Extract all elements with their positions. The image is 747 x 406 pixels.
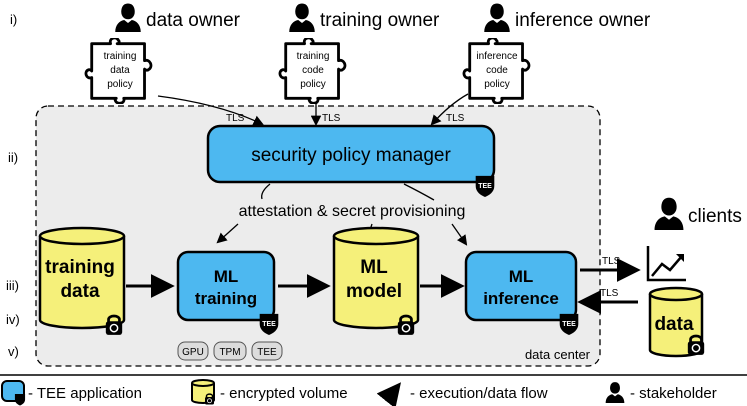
ml-inference-box [464, 250, 578, 322]
ml-model-volume [332, 226, 420, 330]
row-label-iii: iii) [6, 278, 19, 293]
ml-model-line1: ML [360, 257, 388, 278]
tls-label-input: TLS [600, 288, 619, 299]
tee-chip-label: TEE [257, 347, 277, 358]
training-owner-label: training owner [320, 10, 440, 31]
inference-owner-label: inference owner [515, 10, 651, 31]
training-data-volume [38, 226, 126, 330]
legend-stakeholder-person-icon [605, 382, 625, 403]
legend-tee-app-icon [1, 380, 26, 406]
tee-chip [251, 341, 283, 361]
clients-person-icon [654, 197, 684, 230]
spm-tee-badge-label: TEE [478, 183, 492, 190]
training-code-policy-line1: training [297, 51, 330, 62]
legend-stakeholder-label: - stakeholder [630, 385, 717, 402]
training-code-policy-line3: policy [300, 79, 326, 90]
inference-code-policy-line3: policy [484, 79, 510, 90]
ml-training-line2: training [195, 289, 257, 308]
training-data-volume-line1: training [45, 257, 115, 278]
legend-flow-label: - execution/data flow [410, 385, 548, 402]
data-owner-person-icon [115, 3, 141, 32]
row-label-i: i) [10, 12, 17, 27]
attestation-label: attestation & secret provisioning [239, 203, 466, 220]
inference-code-policy-line2: code [486, 65, 508, 76]
tls-label-spm-2: TLS [322, 113, 341, 124]
data-owner-label: data owner [146, 10, 241, 31]
attestation-arrow-training [216, 223, 239, 244]
attestation-line-left [261, 183, 271, 200]
inference-code-policy-arrow [430, 93, 469, 126]
tls-label-spm-3: TLS [446, 113, 465, 124]
ml-training-line1: ML [214, 267, 239, 286]
security-policy-manager-box [206, 124, 496, 184]
tpm-chip-label: TPM [219, 347, 240, 358]
attestation-line-right [403, 183, 435, 201]
clients-label: clients [688, 206, 742, 227]
ml-training-box [176, 250, 276, 322]
training-owner-person-icon [289, 3, 315, 32]
results-chart-icon [646, 246, 686, 282]
legend-encrypted-volume-label: - encrypted volume [220, 385, 348, 402]
gpu-chip-label: GPU [182, 347, 204, 358]
training-data-policy-line3: policy [107, 79, 133, 90]
legend-flow-arrow-icon [376, 382, 401, 406]
tpm-chip [213, 341, 247, 361]
training-data-policy-arrow [157, 95, 264, 126]
row-label-ii: ii) [8, 150, 18, 165]
row-label-iv: iv) [6, 312, 20, 327]
client-data-label: data [654, 314, 694, 335]
data-center-label: data center [525, 347, 591, 362]
legend-encrypted-volume-icon [191, 379, 215, 405]
security-policy-manager-label: security policy manager [251, 145, 451, 166]
row-label-v: v) [8, 344, 19, 359]
ml-training-tee-badge-label: TEE [262, 321, 276, 328]
inference-code-policy-line1: inference [476, 51, 518, 62]
inference-owner-person-icon [484, 3, 510, 32]
ml-inference-line2: inference [483, 289, 559, 308]
tls-label-spm-1: TLS [226, 113, 245, 124]
ml-model-line2: model [346, 281, 402, 302]
legend-tee-app-label: - TEE application [28, 385, 142, 402]
ml-inference-tee-badge-label: TEE [562, 321, 576, 328]
training-code-policy-line2: code [302, 65, 324, 76]
attestation-arrow-inference [451, 223, 468, 246]
tls-label-output: TLS [602, 256, 621, 267]
training-data-volume-line2: data [60, 281, 100, 302]
ml-inference-line1: ML [509, 267, 534, 286]
training-data-policy-line1: training [104, 51, 137, 62]
gpu-chip [177, 341, 209, 361]
training-data-policy-line2: data [110, 65, 130, 76]
